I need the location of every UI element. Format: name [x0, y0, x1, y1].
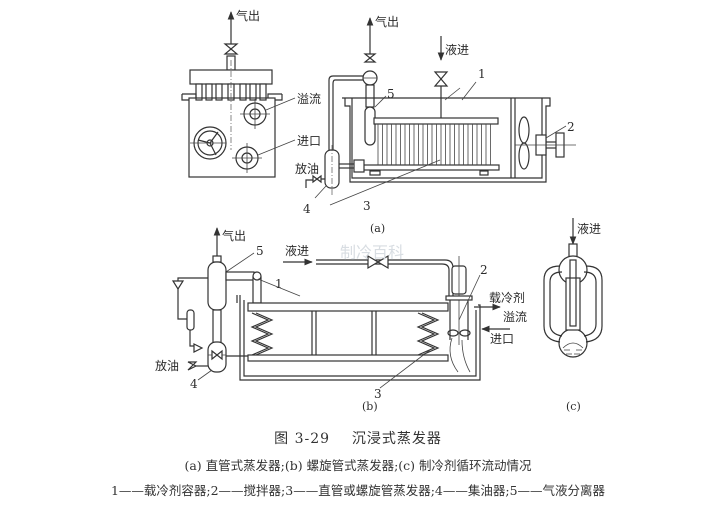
figure-number: 图 3-29	[274, 431, 331, 447]
label-liquid-in-b: 液进	[285, 243, 309, 258]
separator-5	[207, 261, 227, 311]
left-riser	[543, 265, 561, 343]
valve-icon	[433, 71, 449, 87]
panel-c: 液进 (c)	[543, 218, 603, 413]
bottom-header	[247, 354, 449, 362]
callout-2-a: 2	[567, 120, 575, 134]
return-pipe	[328, 75, 363, 155]
callout-1-b: 1	[275, 277, 283, 291]
caption-line-1: (a) 直管式蒸发器;(b) 螺旋管式蒸发器;(c) 制冷剂循环流动情况	[184, 458, 532, 473]
callout-3-b: 3	[374, 387, 382, 401]
downcomer	[565, 277, 581, 331]
right-riser	[585, 265, 603, 343]
tube-bundle-bottom	[356, 164, 500, 171]
agitator-wheel	[190, 126, 227, 160]
overflow-flange	[240, 99, 270, 129]
tank-rim	[182, 93, 282, 98]
panel-b: 气出 5 放油 4 液进 制冷百科	[155, 227, 527, 413]
tank-body	[188, 97, 276, 178]
header-connector	[353, 159, 365, 173]
label-gas-out-a-right: 气出	[375, 14, 399, 29]
valve-icon	[367, 254, 380, 270]
balance-line	[177, 277, 208, 347]
label-inlet-b: 进口	[490, 332, 514, 346]
top-header	[247, 302, 449, 312]
agitator-2	[447, 329, 459, 337]
sublabel-c: (c)	[566, 400, 581, 413]
separator-tube	[364, 106, 376, 146]
label-gas-out-a-left: 气出	[236, 8, 260, 23]
coil-right	[416, 312, 436, 356]
valve-icon	[363, 53, 377, 63]
figure-title-text: 沉浸式蒸发器	[351, 431, 442, 447]
callout-5-b: 5	[256, 244, 264, 258]
panel-a-end-view: 气出	[181, 8, 321, 178]
caption-line-2: 1——载冷剂容器;2——搅拌器;3——直管或螺旋管蒸发器;4——集油器;5——气…	[110, 483, 606, 498]
figure-title: 图 3-29 沉浸式蒸发器	[0, 428, 716, 448]
label-oil-drain-a: 放油	[295, 161, 319, 176]
label-overflow-a: 溢流	[297, 92, 321, 106]
tank-b	[236, 295, 481, 381]
label-liquid-in-a: 液进	[445, 42, 469, 57]
tube-row	[195, 83, 267, 101]
propeller-blade	[518, 116, 530, 144]
evaporator-figure: 气出	[155, 8, 603, 413]
valve-icon	[312, 174, 322, 184]
coil-left	[250, 312, 270, 356]
callout-4-b: 4	[190, 377, 198, 391]
panel-a-side-view: 气出 5 液进 1 3	[295, 14, 576, 235]
oil-collector-4	[207, 341, 227, 373]
callout-1-a: 1	[478, 67, 486, 81]
sublabel-b: (b)	[362, 400, 378, 413]
watermark: 制冷百科	[340, 243, 404, 262]
valve-icon	[171, 280, 185, 291]
callout-4-a: 4	[303, 202, 311, 216]
label-secondary-refrigerant: 载冷剂	[489, 290, 525, 305]
straight-tubes	[377, 124, 491, 165]
tube-bundle-top	[373, 117, 499, 125]
label-overflow-b: 溢流	[503, 310, 527, 324]
callout-3-a: 3	[363, 199, 371, 213]
label-inlet-a: 进口	[297, 134, 321, 148]
inlet-flange	[232, 143, 262, 173]
valve-icon	[223, 43, 239, 55]
label-oil-drain-b: 放油	[155, 358, 179, 373]
label-gas-out-b: 气出	[222, 228, 246, 243]
sublabel-a: (a)	[370, 222, 385, 235]
callout-5-a: 5	[387, 87, 395, 101]
callout-2-b: 2	[480, 263, 488, 277]
label-liquid-in-c: 液进	[577, 221, 601, 236]
tank-a	[342, 97, 551, 183]
valve-icon	[187, 361, 198, 371]
